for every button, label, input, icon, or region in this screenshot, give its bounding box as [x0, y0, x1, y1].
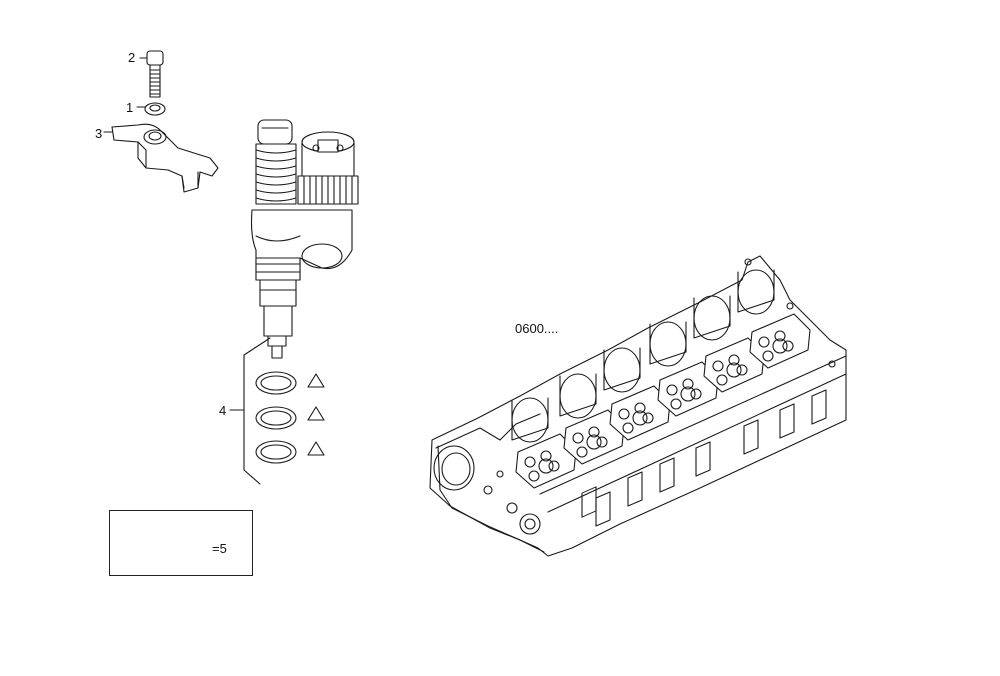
kit-triangle-icon	[307, 406, 325, 421]
injector-part-4	[250, 119, 359, 359]
o-ring-1	[255, 371, 297, 395]
cylinder-head	[429, 255, 847, 557]
bolt-part-2	[146, 50, 164, 98]
kit-quantity-label: =5	[212, 541, 227, 556]
callout-3: 3	[95, 126, 103, 141]
kit-triangle-icon	[307, 441, 325, 456]
kit-legend-box	[109, 510, 253, 576]
callout-1: 1	[126, 100, 134, 115]
leader-4-bracket	[243, 337, 271, 485]
reference-label: 0600....	[515, 321, 559, 336]
o-ring-2	[255, 406, 297, 430]
washer-part-1	[144, 102, 166, 116]
o-ring-3	[255, 440, 297, 464]
callout-4: 4	[219, 403, 227, 418]
callout-2: 2	[128, 50, 136, 65]
kit-triangle-icon	[307, 373, 325, 388]
clamp-part-3	[111, 123, 219, 193]
